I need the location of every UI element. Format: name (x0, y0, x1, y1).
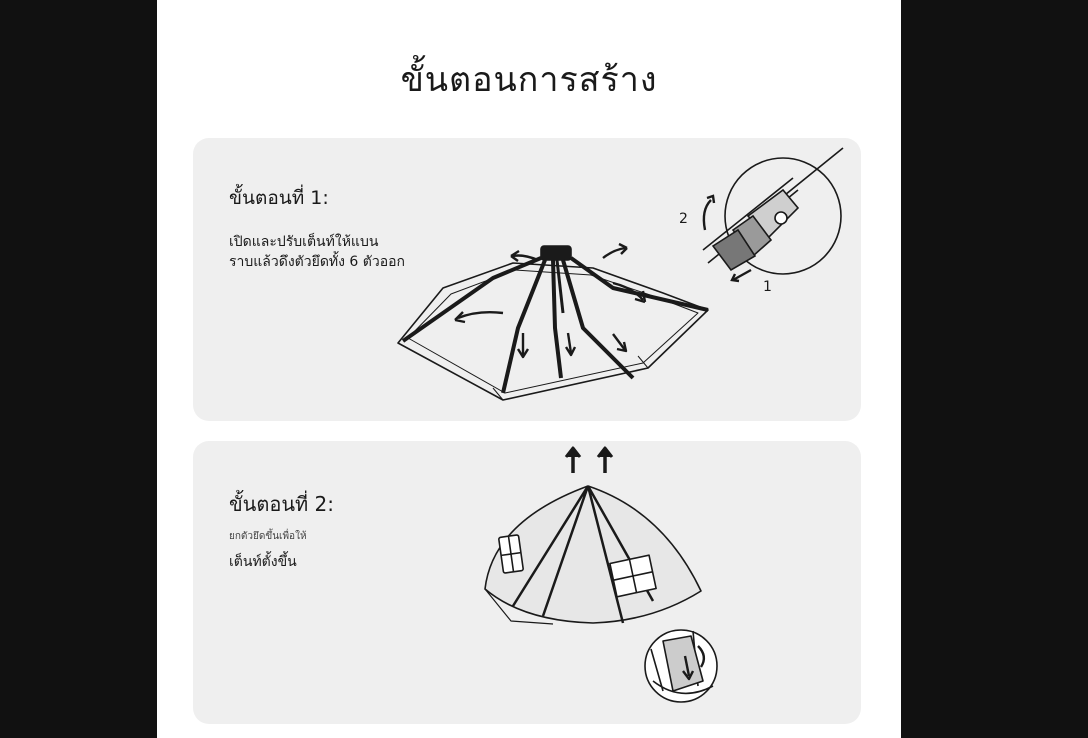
flat-tent-illustration (397, 242, 709, 401)
step-2-description-line-1: ยกตัวยึดขึ้นเพื่อให้ (229, 531, 307, 542)
step-1-card: ขั้นตอนที่ 1: เปิดและปรับเต็นท์ให้แบน รา… (193, 138, 861, 421)
instruction-page: ขั้นตอนการสร้าง ขั้นตอนที่ 1: เปิดและปรั… (157, 0, 901, 738)
detail-label-1: 1 (763, 279, 772, 295)
detail-label-2: 2 (679, 211, 688, 227)
step-2-title: ขั้นตอนที่ 2: (229, 492, 335, 516)
step-1-description: เปิดและปรับเต็นท์ให้แบน ราบแล้วดึงตัวยึด… (229, 232, 405, 272)
step-2-card: ขั้นตอนที่ 2: ยกตัวยึดขึ้นเพื่อให้ เต็นท… (193, 441, 861, 724)
lock-detail-illustration: 2 1 (679, 147, 844, 295)
step-1-description-line-1: เปิดและปรับเต็นท์ให้แบน (229, 234, 379, 250)
step-1-title: ขั้นตอนที่ 1: (229, 187, 329, 209)
step-1-description-line-2: ราบแล้วดึงตัวยึดทั้ง 6 ตัวออก (229, 254, 406, 270)
standing-tent-illustration (484, 446, 718, 703)
page-title: ขั้นตอนการสร้าง (400, 60, 658, 100)
step-2-description-line-2: เต็นท์ตั้งขึ้น (229, 554, 297, 570)
